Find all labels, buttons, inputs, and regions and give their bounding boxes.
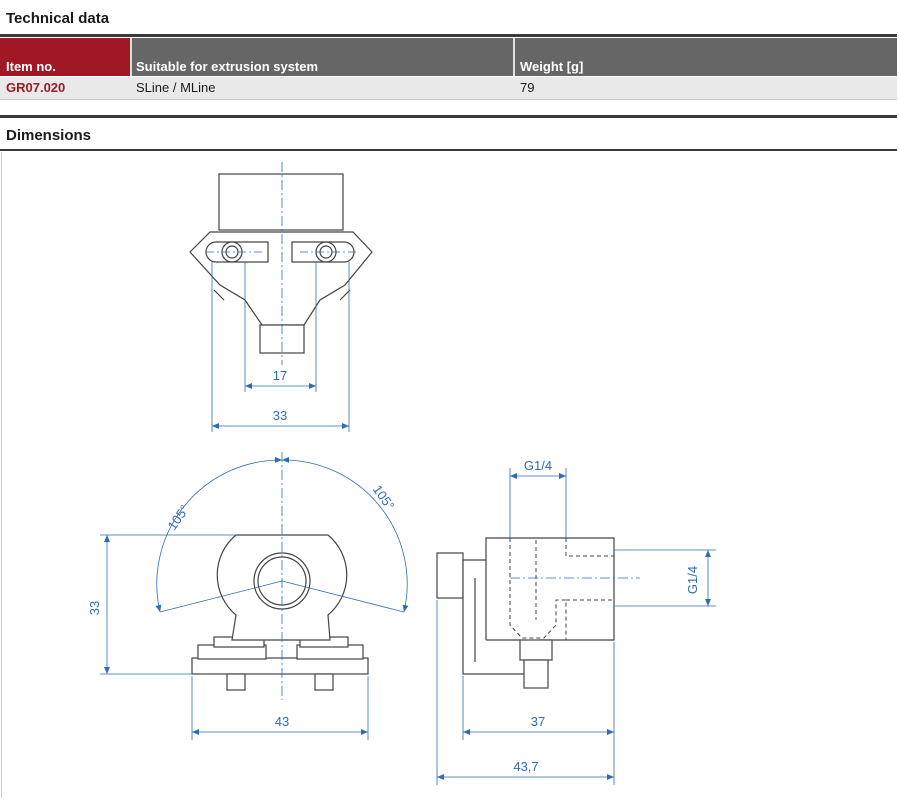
drawing-frame (1, 152, 898, 798)
dimensions-title: Dimensions (6, 127, 92, 144)
header-weight: Weight [g] (520, 59, 584, 74)
top-view (189, 173, 373, 354)
angle-left-label: 105° (164, 502, 192, 533)
dimension-43-7: 43,7 (513, 759, 538, 774)
header-separator (130, 38, 132, 76)
dimension-43: 43 (275, 714, 289, 729)
dimension-33-width: 33 (273, 408, 287, 423)
section-rule (0, 115, 897, 118)
side-view (436, 537, 615, 689)
technical-data-title: Technical data (6, 10, 110, 27)
header-item-no: Item no. (0, 38, 130, 76)
dimension-g14-side: G1/4 (685, 566, 700, 594)
item-number: GR07.020 (6, 80, 66, 95)
system-value: SLine / MLine (136, 80, 216, 95)
table-header: Item no. Suitable for extrusion system W… (0, 38, 897, 76)
header-separator (513, 38, 515, 76)
dimension-37: 37 (531, 714, 545, 729)
table-row: GR07.020 SLine / MLine 79 (0, 77, 897, 100)
dimension-g14-top: G1/4 (524, 458, 552, 473)
dimensions-rule (0, 149, 897, 151)
dimension-33-height: 33 (87, 601, 102, 615)
weight-value: 79 (520, 80, 535, 95)
front-view (191, 534, 369, 691)
angle-right-label: 105° (370, 482, 398, 513)
title-rule (0, 34, 897, 37)
header-system: Suitable for extrusion system (136, 59, 319, 74)
dimension-17: 17 (273, 368, 287, 383)
